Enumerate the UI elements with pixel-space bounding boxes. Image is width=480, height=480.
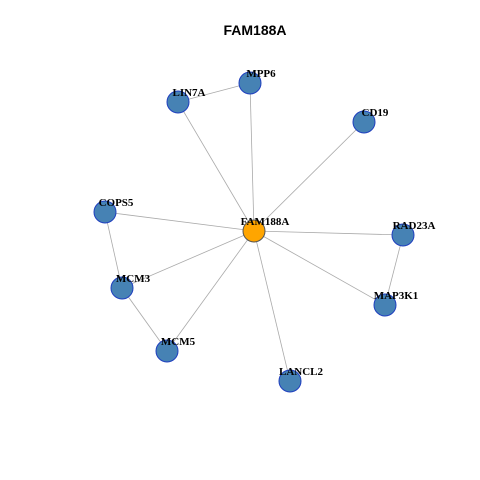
- node-cops5: [93, 200, 117, 224]
- edge-fam188a-mcm5: [166, 230, 255, 352]
- node-cd19: [352, 110, 376, 134]
- edge-fam188a-mpp6: [249, 82, 255, 232]
- node-label-lancl2: LANCL2: [279, 366, 324, 378]
- node-label-lin7a: LIN7A: [172, 87, 205, 99]
- node-label-mcm5: MCM5: [161, 336, 196, 348]
- node-mcm5: [155, 339, 179, 363]
- node-label-fam188a: FAM188A: [241, 216, 290, 228]
- node-label-mpp6: MPP6: [246, 68, 276, 80]
- node-label-rad23a: RAD23A: [393, 220, 436, 232]
- edge-fam188a-map3k1: [253, 230, 386, 306]
- edge-lin7a-mpp6: [177, 82, 251, 103]
- node-label-mcm3: MCM3: [116, 273, 151, 285]
- edge-cops5-mcm3: [104, 211, 123, 289]
- edge-layer: [104, 82, 404, 382]
- edge-fam188a-lancl2: [253, 230, 291, 382]
- edge-fam188a-lin7a: [177, 101, 255, 232]
- node-layer: [93, 71, 415, 393]
- edge-fam188a-mcm3: [121, 230, 255, 289]
- node-lancl2: [278, 369, 302, 393]
- edge-fam188a-rad23a: [253, 230, 404, 236]
- node-fam188a: [242, 219, 266, 243]
- node-map3k1: [373, 293, 397, 317]
- edge-rad23a-map3k1: [384, 234, 404, 306]
- node-label-cd19: CD19: [362, 107, 389, 119]
- edge-mcm3-mcm5: [121, 287, 168, 352]
- node-label-cops5: COPS5: [99, 197, 134, 209]
- node-mcm3: [110, 276, 134, 300]
- edge-fam188a-cops5: [104, 211, 255, 232]
- node-lin7a: [166, 90, 190, 114]
- edge-fam188a-cd19: [253, 121, 365, 232]
- node-mpp6: [238, 71, 262, 95]
- graph-title: FAM188A: [223, 22, 286, 38]
- node-rad23a: [391, 223, 415, 247]
- node-label-map3k1: MAP3K1: [374, 290, 419, 302]
